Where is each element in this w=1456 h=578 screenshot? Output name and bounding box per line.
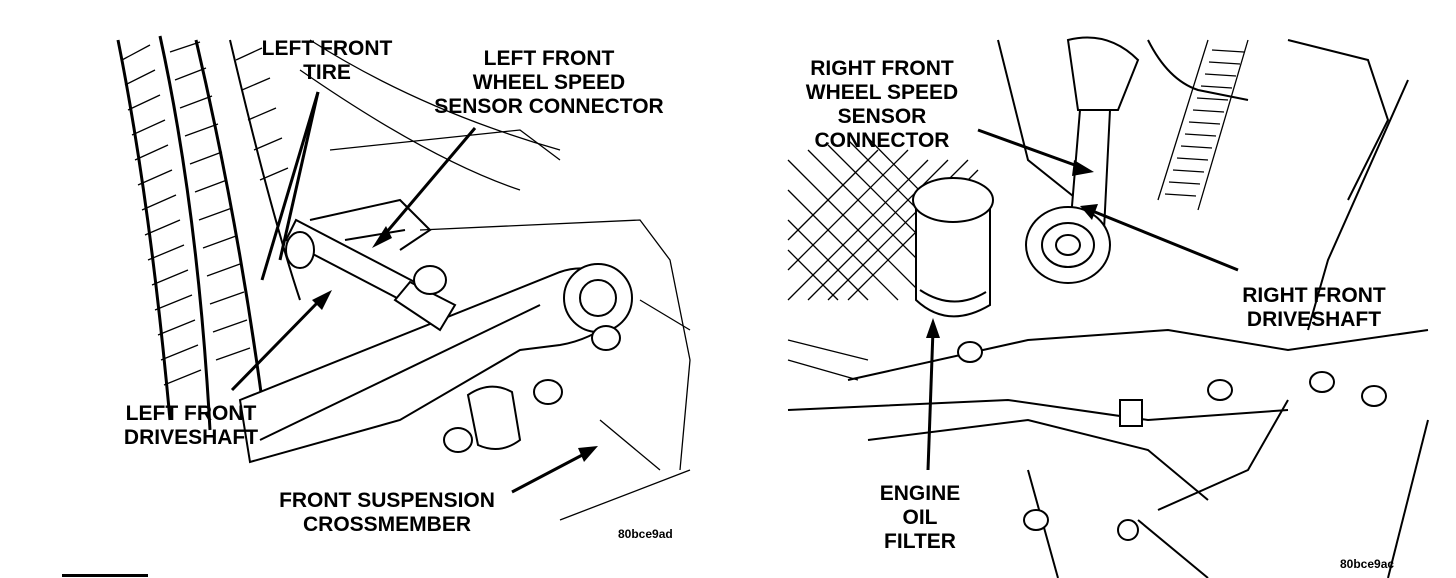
left-figure-code: 80bce9ad [618, 527, 673, 541]
cropped-text-fragment [62, 574, 148, 577]
label-line: LEFT FRONT [261, 37, 393, 60]
label-line: FRONT SUSPENSION [279, 489, 495, 512]
right-front-line-drawing [787, 36, 1429, 578]
right-front-driveshaft-label: RIGHT FRONT DRIVESHAFT [1226, 284, 1402, 332]
label-line: WHEEL SPEED [472, 71, 626, 94]
left-front-tire-label: LEFT FRONT TIRE [252, 37, 402, 85]
label-line: WHEEL SPEED [805, 81, 959, 104]
label-line: DRIVESHAFT [123, 426, 259, 449]
left-front-illustration: LEFT FRONT TIRE LEFT FRONT WHEEL SPEED S… [62, 35, 691, 577]
label-line: LEFT FRONT [125, 402, 257, 425]
left-front-driveshaft-drawing [284, 198, 457, 332]
left-front-line-drawing [116, 35, 691, 521]
label-line: SENSOR [837, 105, 927, 128]
left-front-wheel-speed-sensor-connector-label: LEFT FRONT WHEEL SPEED SENSOR CONNECTOR [416, 47, 682, 119]
front-suspension-crossmember-label: FRONT SUSPENSION CROSSMEMBER [262, 489, 512, 537]
engine-oil-filter-drawing [912, 177, 994, 318]
left-callout-arrows [230, 91, 598, 494]
label-line: CONNECTOR [814, 129, 950, 152]
left-background-structure [299, 39, 691, 521]
label-line: LEFT FRONT [483, 47, 615, 70]
lower-control-arm [238, 263, 633, 464]
left-front-driveshaft-label: LEFT FRONT DRIVESHAFT [116, 402, 266, 450]
label-line: OIL [902, 506, 938, 529]
right-front-wheel-speed-sensor-connector-label: RIGHT FRONT WHEEL SPEED SENSOR CONNECTOR [792, 57, 972, 153]
engine-oil-filter-label: ENGINE OIL FILTER [860, 482, 980, 554]
label-line: RIGHT FRONT [1242, 284, 1386, 307]
label-line: DRIVESHAFT [1246, 308, 1382, 331]
right-bolts [957, 341, 1387, 541]
right-callout-arrows [926, 128, 1239, 471]
right-front-illustration: RIGHT FRONT WHEEL SPEED SENSOR CONNECTOR… [728, 0, 1456, 578]
label-line: FILTER [884, 530, 956, 553]
right-figure-code: 80bce9ac [1340, 557, 1395, 571]
label-line: ENGINE [879, 482, 961, 505]
left-front-tire-drawing [116, 35, 301, 431]
coil-spring-drawing [1157, 39, 1249, 211]
label-line: TIRE [303, 61, 351, 84]
label-line: RIGHT FRONT [810, 57, 954, 80]
right-front-driveshaft-drawing [1025, 36, 1140, 284]
label-line: SENSOR CONNECTOR [434, 95, 664, 118]
label-line: CROSSMEMBER [302, 513, 471, 536]
